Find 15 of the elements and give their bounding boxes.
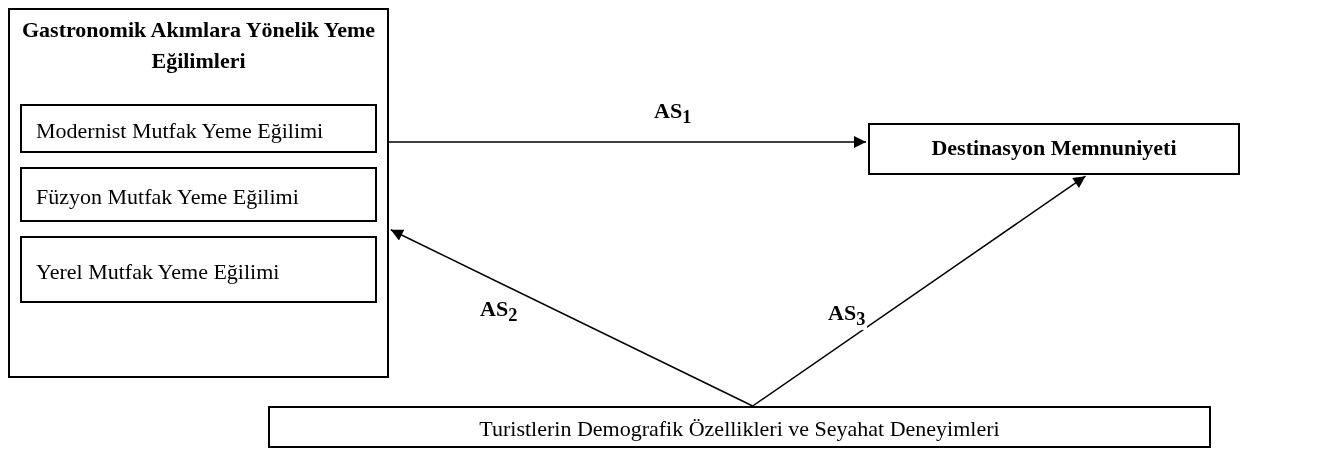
item-box	[20, 104, 377, 153]
box-label: Füzyon Mutfak Yeme Eğilimi	[36, 183, 299, 210]
concept-box	[268, 406, 1211, 448]
group-heading: Gastronomik Akımlara Yönelik Yeme Eğilimleri	[21, 16, 376, 75]
box-label: Destinasyon Memnuniyeti	[930, 135, 1178, 161]
item-box	[20, 167, 377, 222]
item-box	[20, 236, 377, 303]
box-label: Yerel Mutfak Yeme Eğilimi	[36, 258, 280, 285]
box-label: Modernist Mutfak Yeme Eğilimi	[36, 117, 324, 144]
arrow	[390, 229, 754, 407]
box-label: Turistlerin Demografik Özellikleri ve Seyahat Deneyimleri	[478, 416, 1001, 442]
arrow	[388, 136, 867, 148]
concept-box	[868, 123, 1240, 175]
arrow	[751, 175, 1087, 407]
group-box	[8, 8, 389, 378]
